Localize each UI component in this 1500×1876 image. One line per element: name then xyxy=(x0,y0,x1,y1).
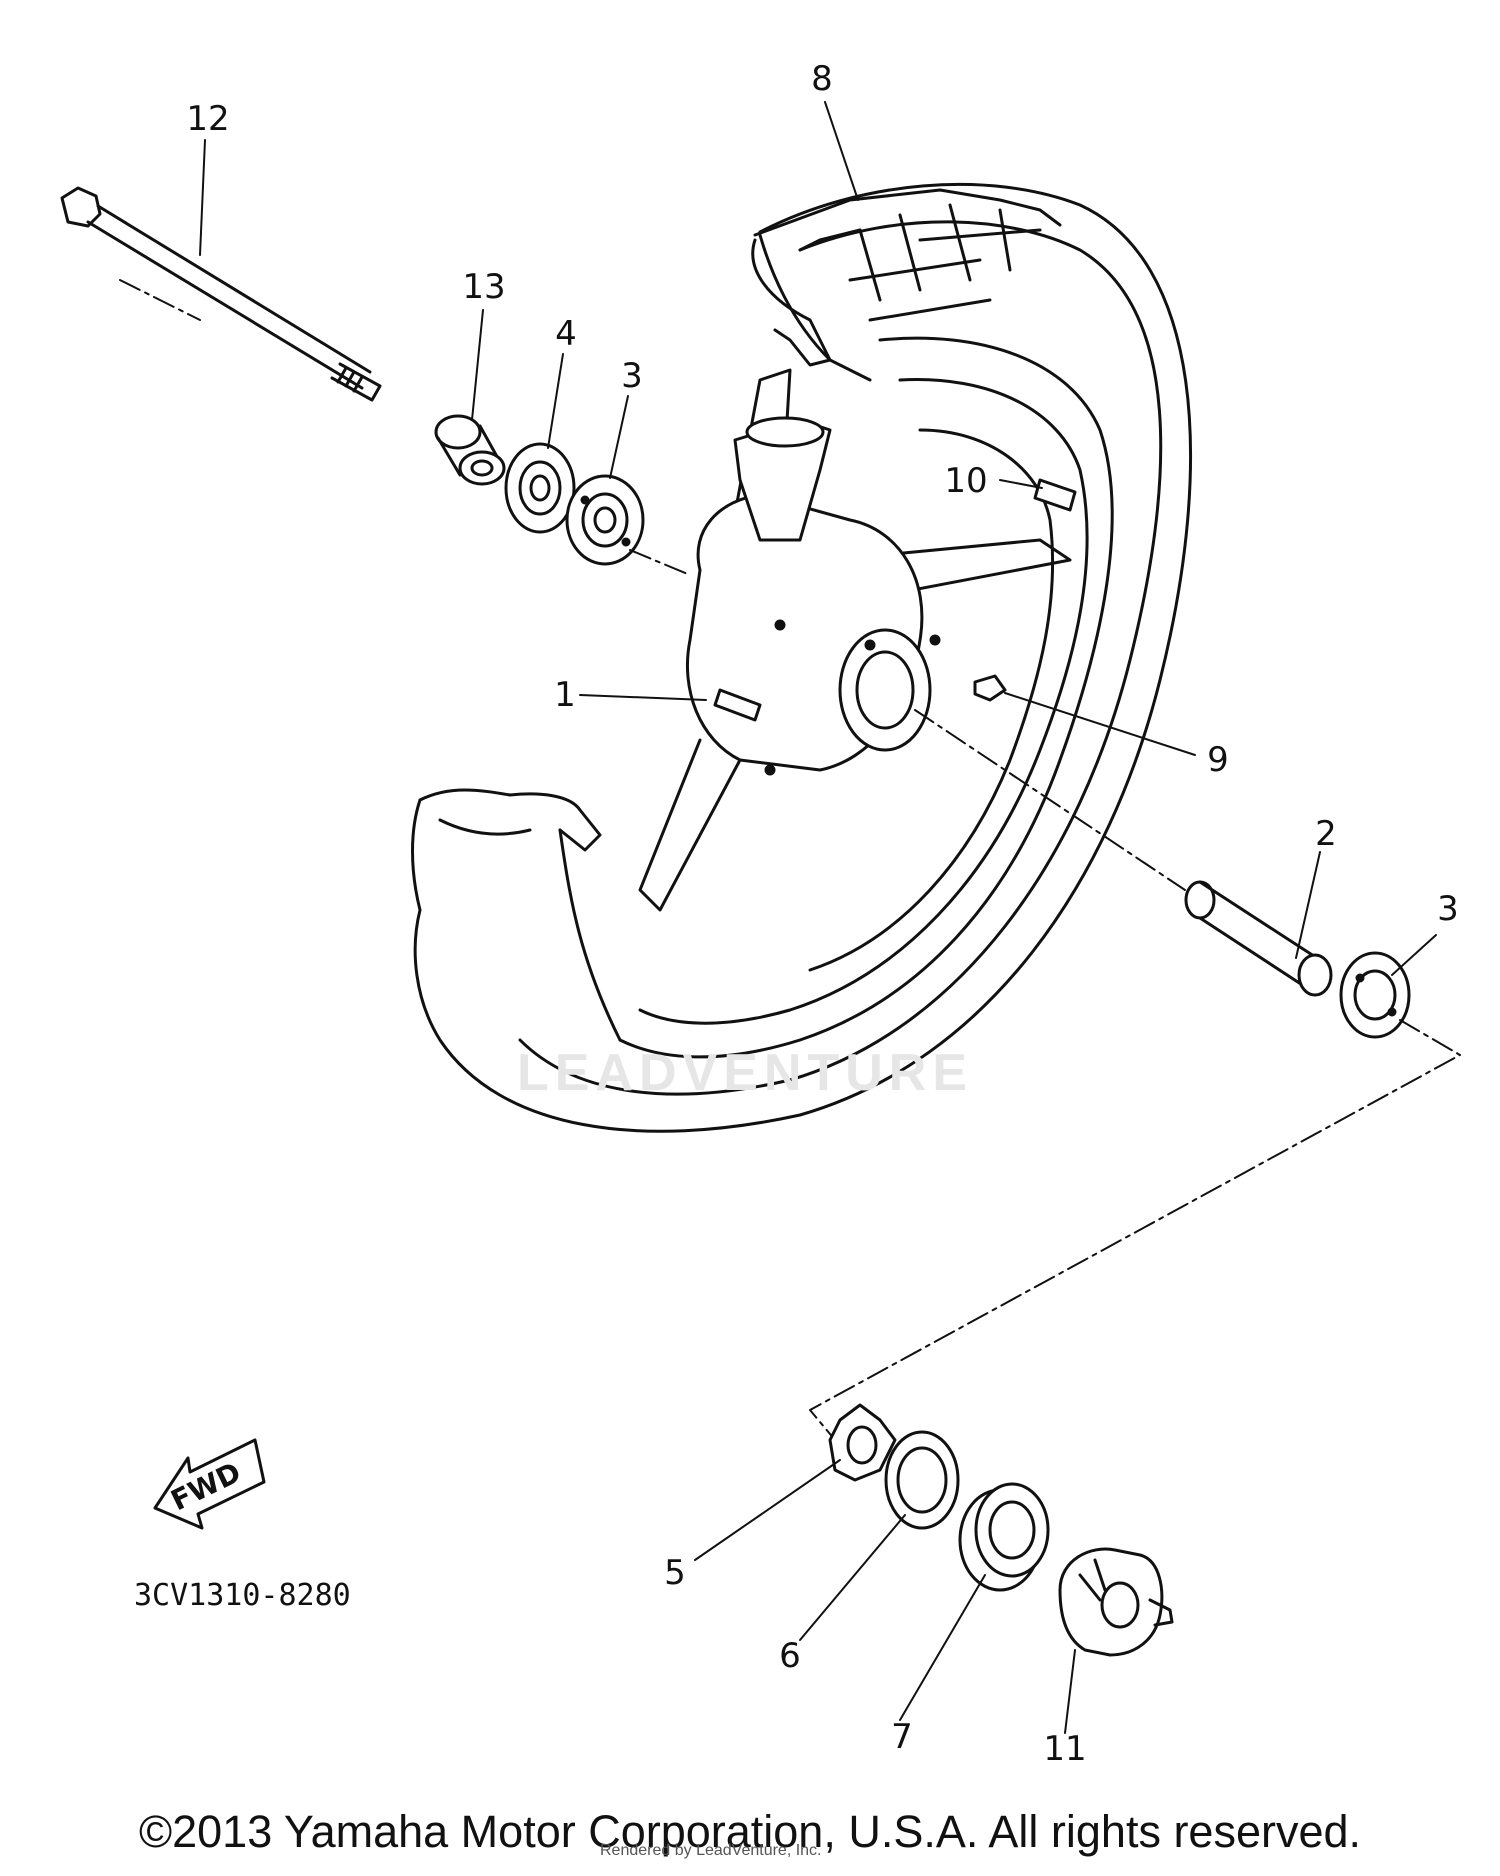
callout-9: 9 xyxy=(1207,740,1229,780)
callout-10: 10 xyxy=(944,461,987,501)
copyright-notice: ©2013 Yamaha Motor Corporation, U.S.A. A… xyxy=(138,1806,1362,1857)
collar xyxy=(434,414,506,486)
callout-3-right: 3 xyxy=(1437,889,1459,929)
spacer-tube xyxy=(1184,880,1333,997)
oil-seal-lower xyxy=(884,1430,960,1530)
bearing-lower xyxy=(958,1482,1050,1592)
valve xyxy=(1033,478,1077,512)
bearing-right xyxy=(1339,951,1411,1039)
fwd-arrow-icon xyxy=(153,1438,266,1530)
callout-2: 2 xyxy=(1315,814,1337,854)
part-code: 3CV1310-8280 xyxy=(134,1578,351,1613)
callout-leaders xyxy=(199,101,1437,1734)
callout-13: 13 xyxy=(462,267,505,307)
speedo-gear-unit xyxy=(1058,1547,1174,1657)
bearing-left xyxy=(565,474,645,566)
watermark-text: LEADVENTURE xyxy=(517,1044,973,1102)
callout-7: 7 xyxy=(891,1717,913,1757)
wheel-hub xyxy=(685,416,941,776)
callout-11: 11 xyxy=(1043,1729,1086,1769)
callout-4: 4 xyxy=(555,314,577,354)
render-credit: Rendered by LeadVenture, Inc. xyxy=(600,1842,822,1859)
axle-shaft xyxy=(60,186,382,402)
callout-8: 8 xyxy=(811,59,833,99)
speedo-clutch xyxy=(828,1403,897,1482)
tire-rim xyxy=(411,182,1192,1133)
small-bolt xyxy=(973,674,1007,702)
callout-1: 1 xyxy=(554,675,576,715)
callout-3-left: 3 xyxy=(621,356,643,396)
oil-seal xyxy=(504,442,576,534)
callout-5: 5 xyxy=(664,1553,686,1593)
callout-6: 6 xyxy=(779,1636,801,1676)
assembly-lines xyxy=(119,279,1461,1441)
callout-12: 12 xyxy=(186,99,229,139)
